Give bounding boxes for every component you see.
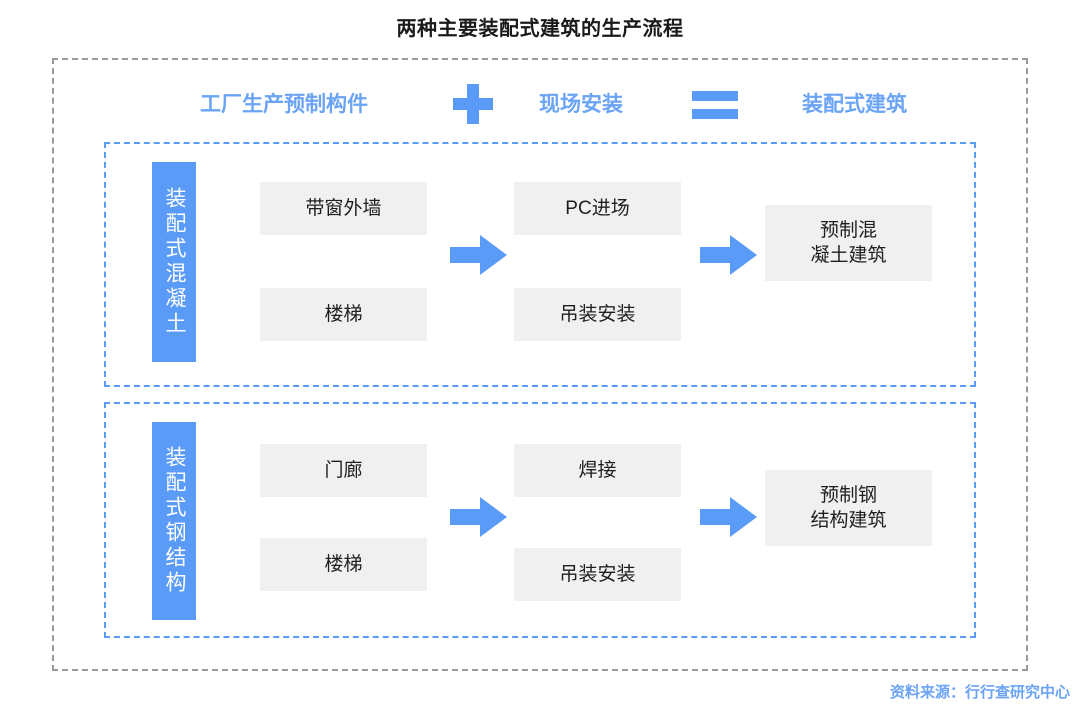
plus-icon	[451, 82, 495, 126]
step-box-site-1-2: 吊装安装	[514, 288, 681, 341]
category-label-steel: 装配式钢结构	[152, 422, 196, 620]
equals-bar-top	[692, 91, 738, 101]
output-line-1: 预制钢	[819, 484, 877, 506]
step-box-factory-2-1: 门廊	[260, 444, 427, 497]
output-line-2: 结构建筑	[810, 510, 887, 531]
category-label-concrete: 装配式混凝土	[152, 162, 196, 362]
step-box-site-2-2: 吊装安装	[514, 548, 681, 601]
process-panel-steel	[104, 402, 976, 638]
equation-term-result: 装配式建筑	[802, 93, 907, 116]
step-box-factory-1-1: 带窗外墙	[260, 182, 427, 235]
equation-header: 工厂生产预制构件 现场安装 装配式建筑	[52, 82, 1028, 126]
output-line-1: 预制混	[819, 219, 877, 241]
step-box-factory-2-2: 楼梯	[260, 538, 427, 591]
equals-icon	[692, 90, 738, 120]
arrow-right-icon-1-1	[450, 233, 508, 277]
outer-dashed-frame	[52, 58, 1028, 671]
step-box-site-1-1: PC进场	[514, 182, 681, 235]
arrow-right-icon-2-2	[700, 495, 758, 539]
page-title: 两种主要装配式建筑的生产流程	[396, 18, 684, 40]
arrow-right-icon-2-1	[450, 495, 508, 539]
step-box-factory-1-2: 楼梯	[260, 288, 427, 341]
output-box-concrete: 预制混 凝土建筑	[765, 205, 932, 281]
process-panel-concrete	[104, 142, 976, 387]
source-note: 资料来源：行行查研究中心	[889, 684, 1070, 701]
arrow-right-icon-1-2	[700, 233, 758, 277]
output-box-steel: 预制钢 结构建筑	[765, 470, 932, 546]
step-box-site-2-1: 焊接	[514, 444, 681, 497]
equation-term-factory: 工厂生产预制构件	[200, 93, 368, 116]
equation-term-onsite: 现场安装	[539, 93, 623, 116]
equals-bar-bottom	[692, 109, 738, 119]
output-line-2: 凝土建筑	[810, 245, 887, 266]
